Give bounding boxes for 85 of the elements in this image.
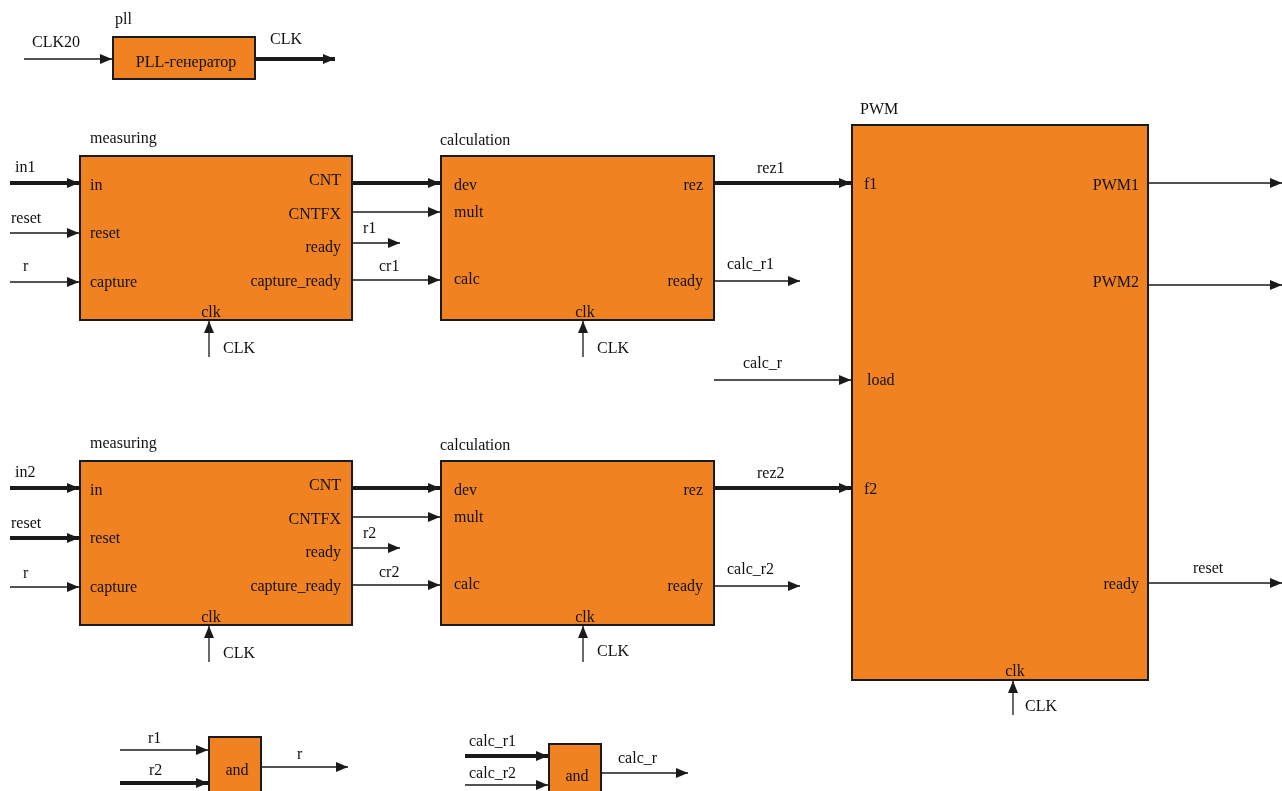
signal-arrow [352, 238, 401, 248]
signal-arrow [715, 178, 851, 188]
signal-arrow [578, 320, 588, 358]
port-label: mult [454, 202, 484, 222]
signal-arrow [9, 277, 80, 287]
signal-arrow [1148, 280, 1282, 290]
port-label: rez [683, 175, 703, 195]
signal-arrow [23, 54, 113, 64]
signal-label: calc_r [742, 353, 784, 373]
signal-arrow [714, 581, 801, 591]
port-label: capture [90, 272, 138, 292]
block-name: PWM [860, 99, 899, 119]
signal-arrow [261, 762, 349, 772]
port-label: CNTFX [288, 509, 341, 529]
port-label: clk [201, 302, 221, 322]
signal-label: calc_r1 [468, 731, 518, 751]
port-label: ready [667, 576, 703, 596]
signal-label: calc_r1 [726, 254, 776, 274]
port-label: PWM1 [1092, 175, 1139, 195]
port-label: capture_ready [250, 271, 341, 291]
signal-arrow [353, 483, 440, 493]
signal-arrow [120, 778, 208, 788]
port-label: clk [575, 302, 595, 322]
port-label: reset [90, 223, 121, 243]
signal-arrow [353, 178, 440, 188]
signal-arrow [10, 533, 79, 543]
signal-arrow [715, 483, 851, 493]
signal-arrow [204, 625, 214, 663]
port-label: capture_ready [250, 576, 341, 596]
gate-label: and [225, 760, 249, 780]
port-label: in [90, 480, 103, 500]
block-name: pll [115, 9, 132, 29]
port-label: CNT [309, 170, 341, 190]
signal-arrow [714, 276, 801, 286]
port-label: ready [305, 237, 341, 257]
port-label: capture [90, 577, 138, 597]
port-label: load [867, 370, 895, 390]
port-label: dev [454, 480, 478, 500]
signal-label: calc_r2 [726, 559, 776, 579]
port-label: dev [454, 175, 478, 195]
signal-arrow [352, 580, 441, 590]
port-label: clk [575, 607, 595, 627]
signal-arrow [9, 228, 80, 238]
signal-arrow [713, 375, 852, 385]
signal-label: calc_r2 [468, 763, 518, 783]
signal-arrow [1008, 680, 1018, 716]
signal-arrow [352, 207, 441, 217]
signal-arrow [1148, 178, 1282, 188]
port-label: PWM2 [1092, 272, 1139, 292]
signal-arrow [204, 320, 214, 358]
signal-arrow [10, 178, 79, 188]
block-name: measuring [90, 433, 157, 453]
port-label: calc [454, 574, 480, 594]
block-name: measuring [90, 128, 157, 148]
signal-arrow [1148, 578, 1282, 588]
signal-arrow [119, 745, 209, 755]
port-label: f2 [864, 479, 878, 499]
signal-arrow [352, 275, 441, 285]
signal-arrow [256, 54, 335, 64]
signal-label: calc_r [617, 748, 659, 768]
signal-arrow [352, 543, 401, 553]
port-label: clk [201, 607, 221, 627]
port-label: mult [454, 507, 484, 527]
port-label: CNTFX [288, 204, 341, 224]
port-label: CNT [309, 475, 341, 495]
signal-arrow [464, 780, 549, 790]
port-label: clk [1005, 661, 1025, 681]
block-name: calculation [440, 435, 511, 455]
signal-arrow [10, 483, 79, 493]
port-label: in [90, 175, 103, 195]
signal-arrow [578, 625, 588, 663]
port-label: calc [454, 269, 480, 289]
signal-arrow [465, 751, 548, 761]
port-label: PLL-генератор [135, 52, 237, 72]
signal-arrow [9, 582, 80, 592]
gate-label: and [565, 766, 589, 786]
port-label: ready [667, 271, 703, 291]
port-label: reset [90, 528, 121, 548]
signal-arrow [601, 768, 689, 778]
signal-arrow [352, 512, 441, 522]
port-label: ready [305, 542, 341, 562]
port-label: ready [1103, 574, 1139, 594]
port-label: rez [683, 480, 703, 500]
block-name: calculation [440, 130, 511, 150]
port-label: f1 [864, 174, 878, 194]
